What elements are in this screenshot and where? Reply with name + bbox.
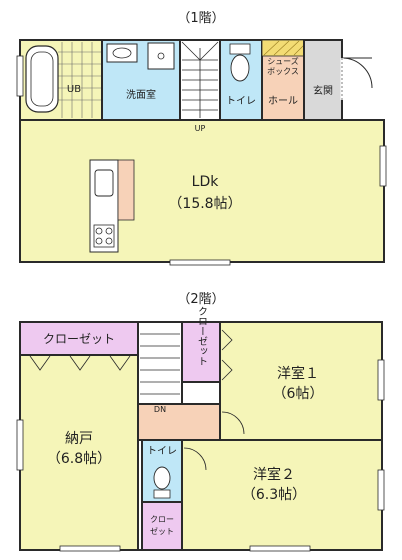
ldk-name: LDk bbox=[192, 174, 220, 190]
hallway-2f bbox=[137, 403, 221, 441]
floor1-title: （1階） bbox=[177, 11, 224, 26]
western-room-1-size: （6帖） bbox=[273, 386, 324, 402]
stove-icon bbox=[93, 224, 115, 248]
kitchen-sink bbox=[94, 169, 114, 197]
storage-size: （6.8帖） bbox=[47, 451, 111, 467]
toilet-2f-label: トイレ bbox=[147, 446, 177, 457]
bath-tile-grid bbox=[58, 42, 101, 118]
bathtub-inner bbox=[30, 51, 54, 107]
stair-treads-2f bbox=[140, 333, 180, 395]
windows-2f bbox=[16, 359, 385, 552]
western-room-2-door-swing bbox=[183, 447, 207, 471]
stairs-down-label: DN bbox=[154, 405, 166, 414]
toilet-tank-1f bbox=[229, 43, 251, 55]
washing-machine-pan bbox=[147, 42, 175, 70]
toilet-1f-label: トイレ bbox=[226, 96, 256, 107]
toilet-tank-2f bbox=[153, 489, 171, 499]
stairs-up-label: UP bbox=[195, 124, 206, 133]
shoe-box-hatch bbox=[263, 40, 305, 56]
entrance-label: 玄関 bbox=[313, 84, 333, 97]
closet-small bbox=[141, 501, 183, 551]
western-room-1-closet-doors bbox=[221, 329, 233, 381]
drain-icon bbox=[157, 52, 165, 60]
western-room-2-size: （6.3帖） bbox=[242, 487, 306, 503]
hall-label: ホール bbox=[268, 95, 298, 107]
washroom-label: 洗面室 bbox=[126, 88, 156, 101]
closet-small-label-1: クロー bbox=[150, 515, 174, 524]
western-room-1-name: 洋室１ bbox=[277, 365, 319, 382]
toilet-bowl-2f bbox=[153, 466, 171, 490]
shoe-box-label-1: シューズ bbox=[267, 56, 299, 66]
toilet-bowl-1f bbox=[230, 54, 250, 82]
ldk-size: （15.8帖） bbox=[168, 196, 241, 212]
closet-stair-label: クローゼット bbox=[196, 306, 208, 366]
closet-top-label: クローゼット bbox=[43, 332, 115, 346]
shoe-box-label-2: ボックス bbox=[267, 67, 299, 76]
ldk-room bbox=[19, 119, 385, 263]
stairs-2f bbox=[137, 321, 183, 405]
closet-small-label-2: ゼット bbox=[150, 526, 174, 536]
entrance-door-swing bbox=[341, 57, 373, 89]
bath-label: UB bbox=[67, 84, 81, 95]
entrance bbox=[303, 39, 343, 121]
wash-basin-bowl bbox=[112, 47, 132, 59]
western-room-1-door-swing bbox=[221, 411, 245, 435]
windows-1f bbox=[16, 55, 387, 266]
storage-name: 納戸 bbox=[65, 431, 93, 447]
storage-closet-doors bbox=[29, 355, 131, 371]
storage-room bbox=[19, 354, 139, 551]
western-room-1 bbox=[219, 321, 383, 441]
closet-top bbox=[19, 321, 139, 356]
western-room-2-name: 洋室２ bbox=[253, 466, 295, 483]
floor2-title: （2階） bbox=[177, 292, 224, 307]
kitchen-island bbox=[117, 159, 135, 221]
